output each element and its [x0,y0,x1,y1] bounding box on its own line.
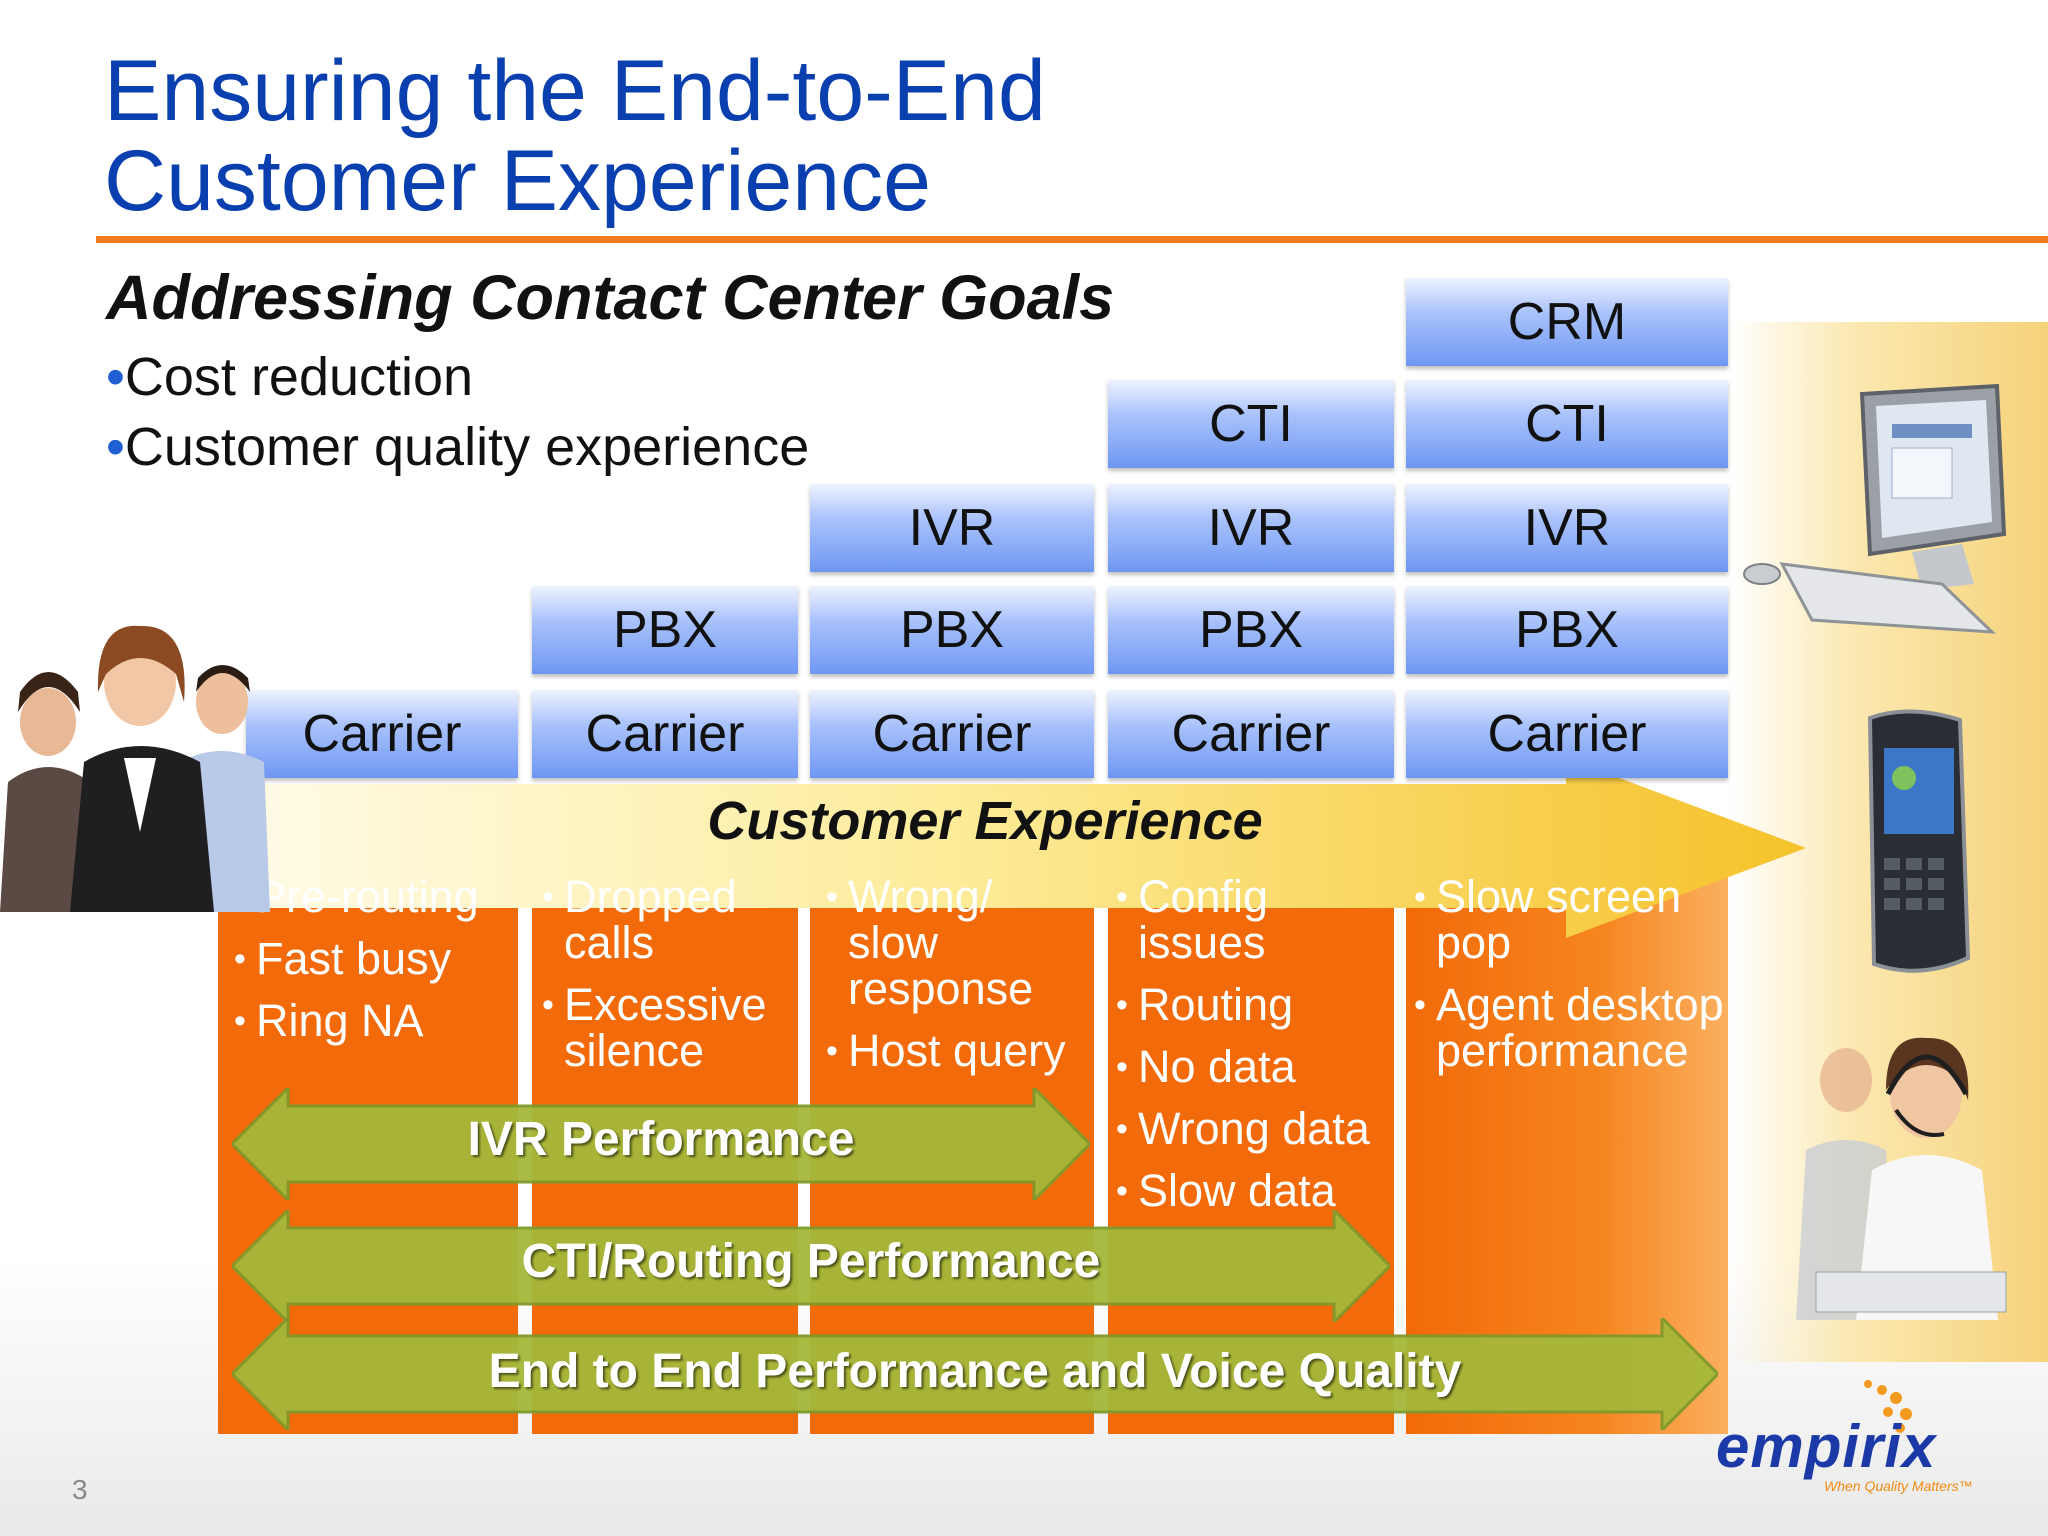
slide-subtitle: Addressing Contact Center Goals [106,263,1115,333]
issue-item: Slow screen pop [1414,874,1724,966]
issue-item: Dropped calls [542,874,792,966]
issues-list-4: Config issues Routing No data Wrong data… [1116,874,1392,1230]
block-pbx: PBX [1406,586,1728,674]
block-pbx: PBX [810,586,1094,674]
issue-item: Host query [826,1028,1088,1075]
goal-text: Cost reduction [124,347,474,407]
block-carrier: Carrier [1108,690,1394,778]
issue-item: Wrong/ slow response [826,874,1088,1012]
block-ivr: IVR [1406,484,1728,572]
issue-item: Ring NA [234,998,514,1045]
block-carrier: Carrier [246,690,518,778]
block-crm: CRM [1406,278,1728,366]
slide-title: Ensuring the End-to-End Customer Experie… [104,46,1046,226]
block-ivr: IVR [810,484,1094,572]
logo-wordmark: empirix [1716,1413,1937,1480]
title-line-1: Ensuring the End-to-End [104,43,1046,139]
issue-item: Fast busy [234,936,514,983]
computer-icon [1743,384,2007,634]
goal-item: •Cost reduction [106,347,474,407]
title-line-2: Customer Experience [104,133,931,229]
goal-item: •Customer quality experience [106,417,810,477]
customer-experience-label: Customer Experience [707,791,1263,851]
issues-list-5: Slow screen pop Agent desktop performanc… [1414,874,1724,1090]
block-carrier: Carrier [532,690,798,778]
title-divider [96,236,2048,243]
issue-item: Wrong data [1116,1106,1392,1153]
issue-item: Slow data [1116,1168,1392,1215]
customers-photo-icon [0,625,270,912]
page-number: 3 [72,1474,88,1505]
issue-item: Agent desktop performance [1414,982,1724,1074]
logo-tagline: When Quality Matters™ [1824,1478,1973,1494]
issues-list-2: Dropped calls Excessive silence [542,874,792,1090]
block-carrier: Carrier [1406,690,1728,778]
cti-routing-performance-band [232,1210,1390,1322]
ivr-performance-label: IVR Performance [467,1113,855,1166]
call-center-agent-icon [1796,1037,2007,1320]
mobile-phone-icon [1867,709,1971,973]
block-cti: CTI [1406,380,1728,468]
issues-list-3: Wrong/ slow response Host query [826,874,1088,1090]
block-pbx: PBX [532,586,798,674]
block-ivr: IVR [1108,484,1394,572]
empirix-logo-icon [1864,1380,1912,1433]
issue-item: No data [1116,1044,1392,1091]
block-pbx: PBX [1108,586,1394,674]
end-to-end-performance-band [232,1318,1718,1430]
block-carrier: Carrier [810,690,1094,778]
ivr-performance-band [232,1088,1090,1200]
issue-item: Config issues [1116,874,1392,966]
goal-text: Customer quality experience [124,417,810,477]
block-cti: CTI [1108,380,1394,468]
issue-item: Excessive silence [542,982,792,1074]
cti-routing-performance-label: CTI/Routing Performance [521,1235,1101,1288]
end-to-end-performance-label: End to End Performance and Voice Quality [488,1345,1462,1398]
issue-item: Routing [1116,982,1392,1029]
